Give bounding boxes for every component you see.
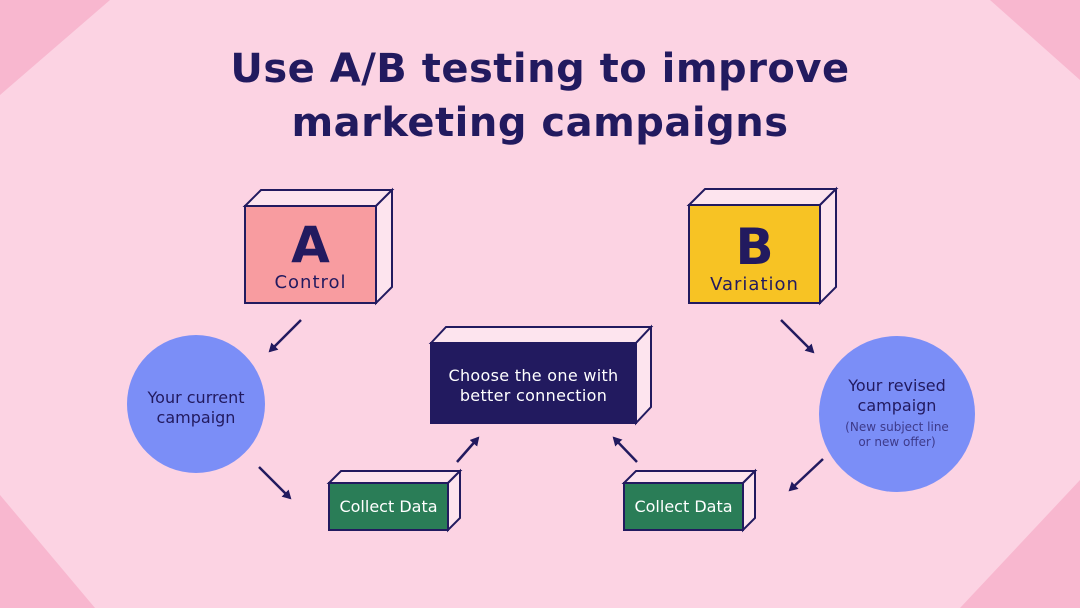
collect-data-label-left: Collect Data — [339, 497, 438, 516]
variation-letter: B — [735, 218, 774, 276]
control-letter: A — [291, 216, 330, 274]
revised-campaign-note-2: or new offer) — [858, 435, 936, 449]
revised-campaign-line-1: Your revised — [848, 376, 946, 395]
arrow-current-to-collect — [258, 466, 292, 500]
arrow-collect-left-to-decision — [456, 436, 480, 463]
decision-line-1: Choose the one with — [448, 366, 619, 385]
title-line-1: Use A/B testing to improve — [230, 46, 850, 92]
current-campaign-text: Your current campaign — [127, 388, 265, 428]
current-campaign-line-2: campaign — [156, 408, 236, 427]
page-title: Use A/B testing to improve marketing cam… — [0, 42, 1080, 150]
title-line-2: marketing campaigns — [291, 100, 789, 146]
control-box — [242, 187, 395, 306]
current-campaign-circle — [127, 335, 265, 473]
arrow-variation-to-revised — [780, 319, 815, 354]
current-campaign-line-1: Your current — [147, 388, 245, 407]
revised-campaign-line-2: campaign — [857, 396, 937, 415]
revised-campaign-note-1: (New subject line — [845, 420, 949, 434]
arrow-control-to-current — [268, 319, 302, 353]
decision-text: Choose the one with better connection — [431, 366, 636, 406]
arrow-revised-to-collect — [788, 458, 824, 492]
collect-data-box-right — [621, 468, 758, 533]
decision-box — [428, 324, 654, 426]
collect-data-label-right: Collect Data — [634, 497, 733, 516]
arrow-collect-right-to-decision — [612, 436, 638, 463]
variation-box — [686, 186, 839, 306]
control-label: Control — [274, 272, 347, 293]
variation-label: Variation — [710, 274, 799, 295]
revised-campaign-circle — [819, 336, 975, 492]
control-box-content: A Control — [245, 218, 376, 293]
variation-box-content: B Variation — [689, 220, 820, 295]
collect-data-box-left — [326, 468, 463, 533]
revised-campaign-text: Your revised campaign (New subject line … — [819, 376, 975, 450]
decision-line-2: better connection — [459, 386, 608, 405]
